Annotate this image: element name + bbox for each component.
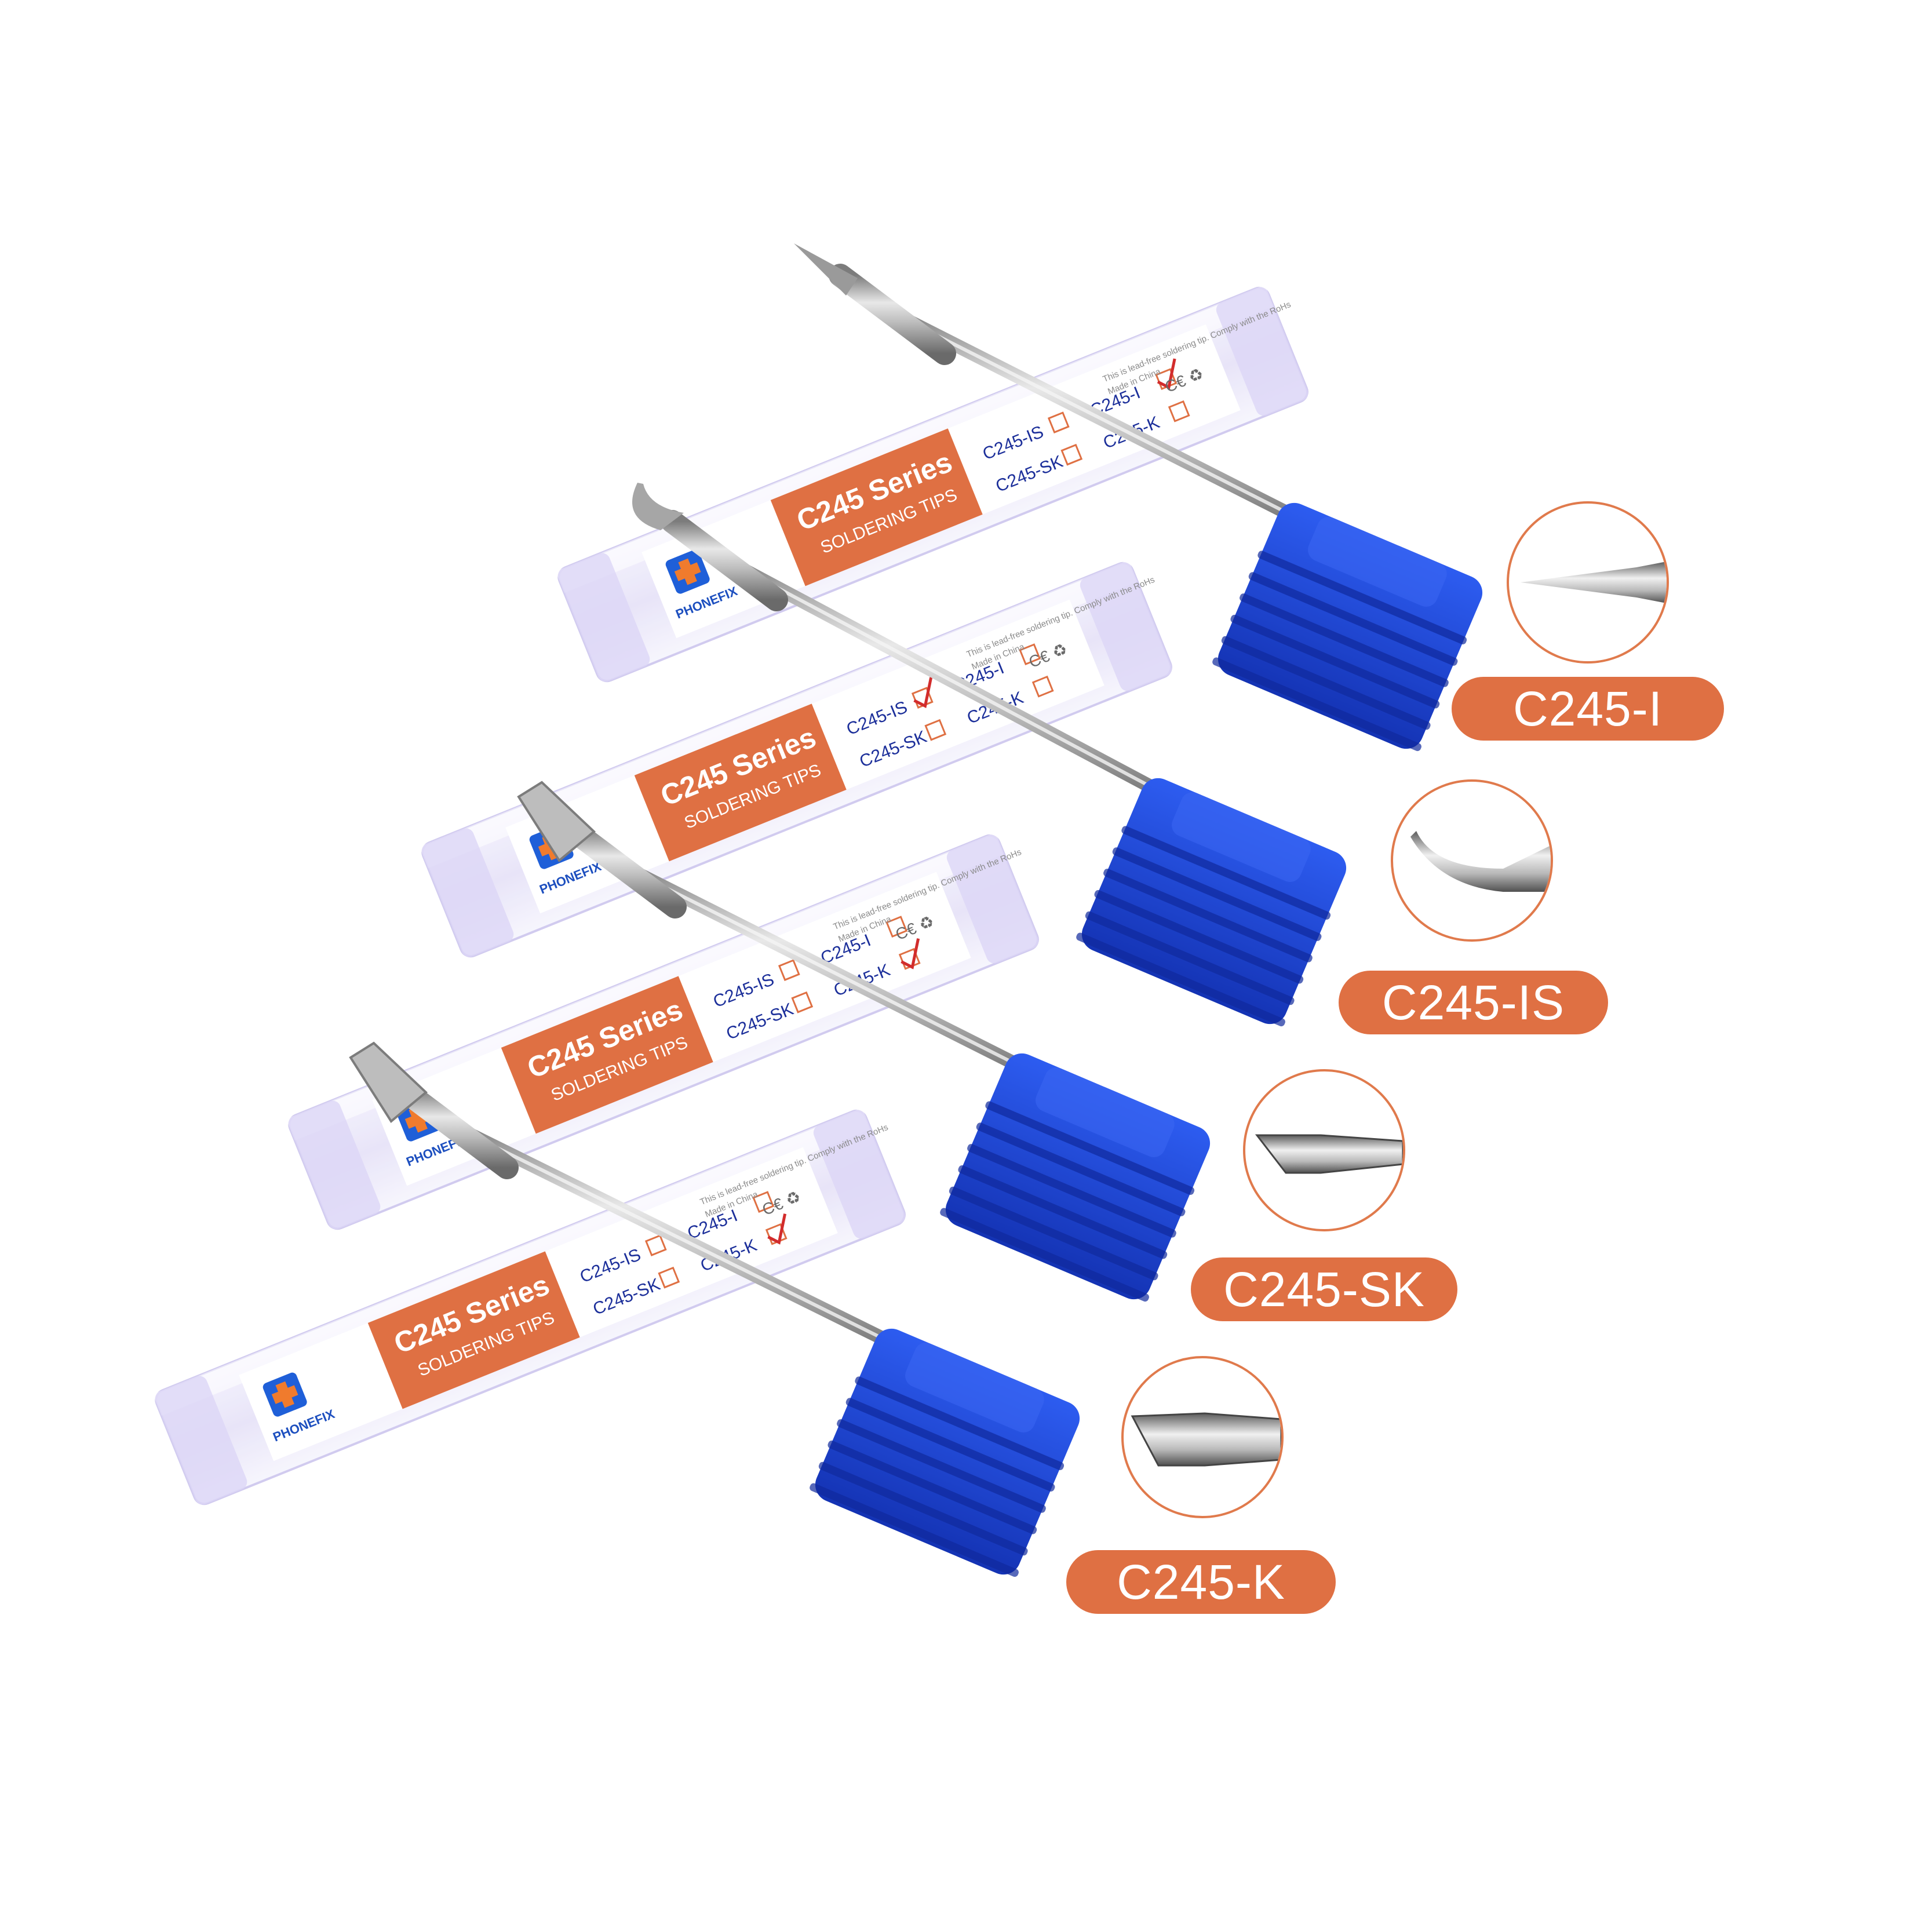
- brand-logo-cross: [674, 562, 701, 581]
- tip-zoom-image: [1255, 1134, 1403, 1174]
- checkbox: [924, 719, 947, 741]
- soldering-tip: [517, 781, 1211, 1302]
- handle-ridge: [1103, 869, 1313, 963]
- check-mark: [901, 938, 920, 969]
- series-band: [634, 703, 847, 862]
- checkbox: [752, 1191, 775, 1213]
- blue-handle: [1076, 778, 1347, 1027]
- tip-zoom-circle: [1507, 501, 1669, 664]
- handle-ridge: [828, 1440, 1037, 1534]
- tip-point: [632, 483, 684, 530]
- handle-top: [1308, 517, 1447, 607]
- handle-ridge: [1230, 614, 1440, 709]
- brand-logo-cross: [271, 1385, 298, 1404]
- handle-ridge: [985, 1101, 1195, 1195]
- series-band: [501, 976, 713, 1134]
- tip-sleeve: [391, 1078, 519, 1179]
- checkbox: [1019, 643, 1041, 666]
- box-end-cap: [558, 553, 650, 682]
- check-mark: [767, 1213, 787, 1245]
- tip-zoom-image: [1521, 562, 1667, 603]
- zoom-tip-small-knife: [1255, 1134, 1403, 1174]
- handle-ridge: [1248, 572, 1458, 666]
- handle-ridge: [976, 1122, 1186, 1216]
- handle-ridge: [837, 1419, 1046, 1513]
- soldering-tip: [794, 243, 1483, 752]
- tip-point: [794, 243, 858, 296]
- tip-zoom-image: [1131, 1412, 1281, 1467]
- tip-sleeve: [661, 510, 788, 611]
- zoom-tip-fine: [1521, 562, 1667, 603]
- checkbox: [658, 1266, 680, 1289]
- box-end-cap: [289, 1100, 381, 1230]
- box-end-cap: [1216, 287, 1308, 416]
- tip-zoom-circle: [1243, 1069, 1405, 1231]
- blue-handle: [810, 1328, 1080, 1577]
- handle-ridge: [1240, 593, 1449, 687]
- handle-ridge: [1221, 636, 1431, 730]
- handle-ridge: [845, 1398, 1055, 1492]
- tip-zoom-image: [1410, 831, 1551, 892]
- handle-ridge: [1121, 826, 1331, 920]
- handle-ridge: [1257, 551, 1467, 644]
- handle-ridge: [967, 1144, 1176, 1238]
- model-label-pill: C245-K: [1066, 1550, 1336, 1614]
- handle-ridge: [1076, 932, 1285, 1027]
- shaft-shine: [712, 552, 1204, 816]
- checkbox: [1168, 400, 1190, 422]
- handle-ridge: [1094, 890, 1304, 984]
- handle-ridge: [1112, 847, 1322, 941]
- soldering-tip: [349, 1041, 1080, 1577]
- tip-blade: [349, 1041, 428, 1123]
- checkbox: [1060, 443, 1083, 466]
- tip-sleeve: [829, 264, 956, 365]
- model-label-pill: C245-IS: [1339, 971, 1608, 1034]
- handle-top: [905, 1343, 1044, 1433]
- blue-handle: [940, 1053, 1211, 1302]
- handle-ridge: [810, 1483, 1019, 1577]
- checkbox: [1047, 411, 1070, 433]
- checkbox: [778, 959, 800, 981]
- checkbox: [1031, 675, 1054, 698]
- shaft-shine: [880, 305, 1340, 541]
- handle-ridge: [940, 1208, 1149, 1302]
- box-end-cap: [946, 834, 1039, 964]
- box-end-cap: [813, 1110, 906, 1239]
- tip-sleeve: [559, 817, 687, 918]
- handle-ridge: [1212, 657, 1421, 752]
- box-end-cap: [155, 1376, 247, 1505]
- handle-top: [1172, 792, 1311, 883]
- zoom-tip-knife: [1131, 1412, 1281, 1467]
- check-mark: [1157, 358, 1176, 390]
- checkbox: [644, 1234, 667, 1256]
- shaft-shine: [610, 859, 1067, 1091]
- handle-ridge: [855, 1376, 1065, 1470]
- zoom-tip-bent: [1410, 831, 1551, 892]
- handle-ridge: [949, 1186, 1158, 1281]
- check-mark: [913, 677, 933, 709]
- handle-ridge: [1085, 911, 1295, 1005]
- box-end-cap: [1080, 562, 1172, 691]
- shaft-shine: [442, 1120, 937, 1366]
- soldering-tip: [632, 483, 1347, 1027]
- checkbox: [791, 991, 814, 1014]
- box-end-cap: [422, 828, 514, 957]
- handle-ridge: [958, 1165, 1168, 1259]
- model-label-pill: C245-I: [1452, 677, 1724, 741]
- tip-blade: [517, 781, 596, 862]
- blue-handle: [1212, 502, 1483, 752]
- handle-ridge: [818, 1461, 1028, 1556]
- handle-top: [1036, 1067, 1175, 1158]
- tip-zoom-circle: [1121, 1356, 1284, 1518]
- model-label-pill: C245-SK: [1191, 1257, 1457, 1321]
- series-band: [367, 1251, 580, 1409]
- checkbox: [885, 916, 908, 938]
- series-band: [770, 428, 983, 586]
- tip-zoom-circle: [1391, 779, 1553, 942]
